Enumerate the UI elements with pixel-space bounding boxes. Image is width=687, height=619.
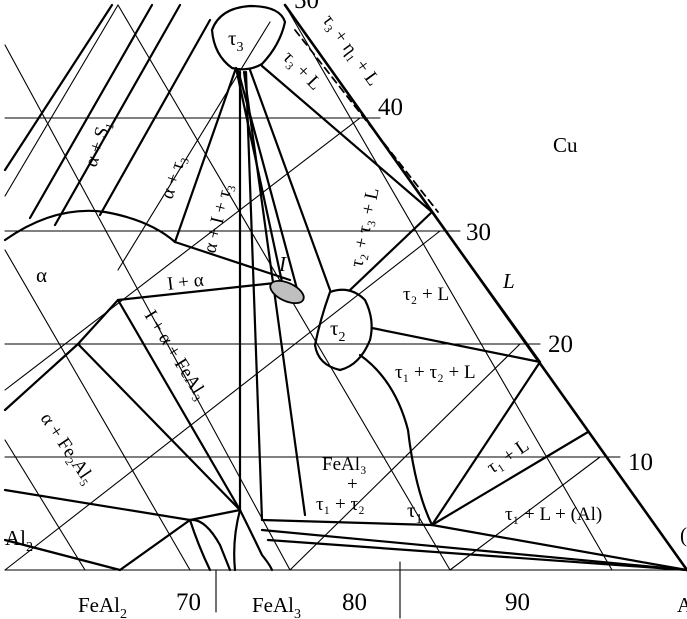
bottom-ticks: [215, 561, 401, 619]
tick-label-10: 10: [628, 449, 653, 476]
label-alpha-tau3: α + τ₃: [157, 153, 191, 202]
grid-d2: [4, 44, 291, 571]
label-tau2-l: τ₂ + L: [403, 284, 449, 305]
tick-label-70: 70: [176, 589, 201, 616]
right-tick-labels: 50 40 30 20 10: [294, 0, 653, 476]
boundary-alpha-feal3: [76, 342, 242, 512]
label-tau2: τ2: [330, 316, 345, 345]
grid-e6: [117, 21, 271, 271]
boundary-tau1-al: [430, 523, 687, 572]
boundary-l-right: [430, 210, 542, 364]
boundary-fe2al5: [3, 488, 192, 522]
feal2-phase: [188, 518, 232, 572]
label-feal3-line2: +: [347, 474, 358, 495]
boundary-feal3-al-1: [260, 528, 687, 572]
tick-label-50: 50: [294, 0, 319, 14]
label-feal3-block: FeAl₃ + τ₁ + τ₂: [316, 454, 367, 515]
l-edge-label: L: [502, 269, 515, 293]
boundary-tau3-l: [260, 64, 434, 214]
boundary-fe2al5-b: [188, 508, 242, 522]
label-feal2-bottom: FeAl2: [78, 593, 127, 619]
boundary-i-alpha-bottom: [116, 281, 277, 302]
boundary-tau1-tau2-l: [358, 353, 434, 527]
tick-label-90: 90: [505, 589, 530, 616]
bottom-tick-labels: 70 80 90: [176, 589, 530, 616]
grid-d5: [284, 4, 613, 571]
boundary-alpha-tau3: [173, 66, 238, 244]
boundary-alpha-dome: [3, 209, 177, 244]
boundary-tau1-l: [430, 360, 542, 527]
phase-boundaries: [3, 3, 687, 572]
boundary-feal3-tau1: [260, 518, 434, 527]
grid-d4: [4, 439, 86, 571]
tick-label-80: 80: [342, 589, 367, 616]
diagonal-grid-lines-b: [4, 4, 601, 571]
label-tau3: τ3: [228, 26, 243, 55]
label-tau1-l: τ₁ + L: [483, 435, 533, 478]
tick-label-20: 20: [548, 331, 573, 358]
right-edge-ticks: [359, 117, 621, 458]
label-tau1-l-al: τ₁ + L + (Al): [505, 504, 602, 525]
label-alpha-i-tau3: α + I + τ₃: [199, 181, 237, 255]
boundary-tau3-eta1-l: [294, 29, 439, 213]
grid-e5: [449, 456, 601, 571]
boundary-s1-d: [98, 18, 212, 217]
label-tau1: τ1: [407, 498, 422, 527]
corner-fragment-bottom-right: A: [677, 593, 687, 617]
fan-6: [244, 70, 264, 522]
boundary-s1-b: [28, 3, 154, 220]
corner-fragment-top-right: (: [680, 523, 687, 547]
label-tau2-tau3-l: τ₂ + τ₃ + L: [346, 186, 383, 269]
boundary-left-low: [3, 538, 122, 572]
boundary-tau2-tau3: [348, 210, 434, 292]
cu-label: Cu: [553, 133, 578, 157]
label-feal3-line3: τ₁ + τ₂: [316, 494, 365, 515]
grid-e3: [4, 230, 441, 571]
tick-label-40: 40: [378, 94, 403, 121]
boundary-tau2-l: [370, 326, 542, 364]
i-phase-ellipse: [269, 279, 305, 305]
label-alpha: α: [36, 263, 47, 287]
label-alpha-fe2al5: α + Fe₂Al₅: [36, 409, 99, 488]
tick-label-30: 30: [466, 219, 491, 246]
label-feal3-line1: FeAl₃: [322, 454, 367, 475]
label-tau1-tau2-l: τ₁ + τ₂ + L: [395, 362, 476, 383]
fan-5: [248, 68, 332, 292]
label-i-alpha: I + α: [166, 270, 205, 295]
grid-d3: [4, 249, 191, 571]
grid-e1: [4, 4, 119, 197]
corner-fragment-left: Al2: [5, 526, 33, 555]
boundary-s1-a: [3, 3, 114, 172]
tau3-phase: [210, 4, 287, 71]
label-i-phase: I: [278, 252, 287, 276]
boundary-feal2-left: [118, 518, 192, 572]
label-feal3-bottom: FeAl3: [252, 593, 301, 619]
grid-e4: [289, 343, 521, 571]
boundary-tau1-l-right: [430, 430, 590, 527]
feal3-phase: [233, 508, 274, 572]
boundary-s1-c: [53, 3, 182, 227]
grid-e2: [4, 117, 361, 391]
label-alpha-s1: α + S₁: [81, 118, 116, 170]
boundary-feal3-al-2: [266, 538, 687, 572]
tau2-phase: [313, 288, 373, 372]
boundary-i-alpha-feal3: [116, 298, 242, 512]
